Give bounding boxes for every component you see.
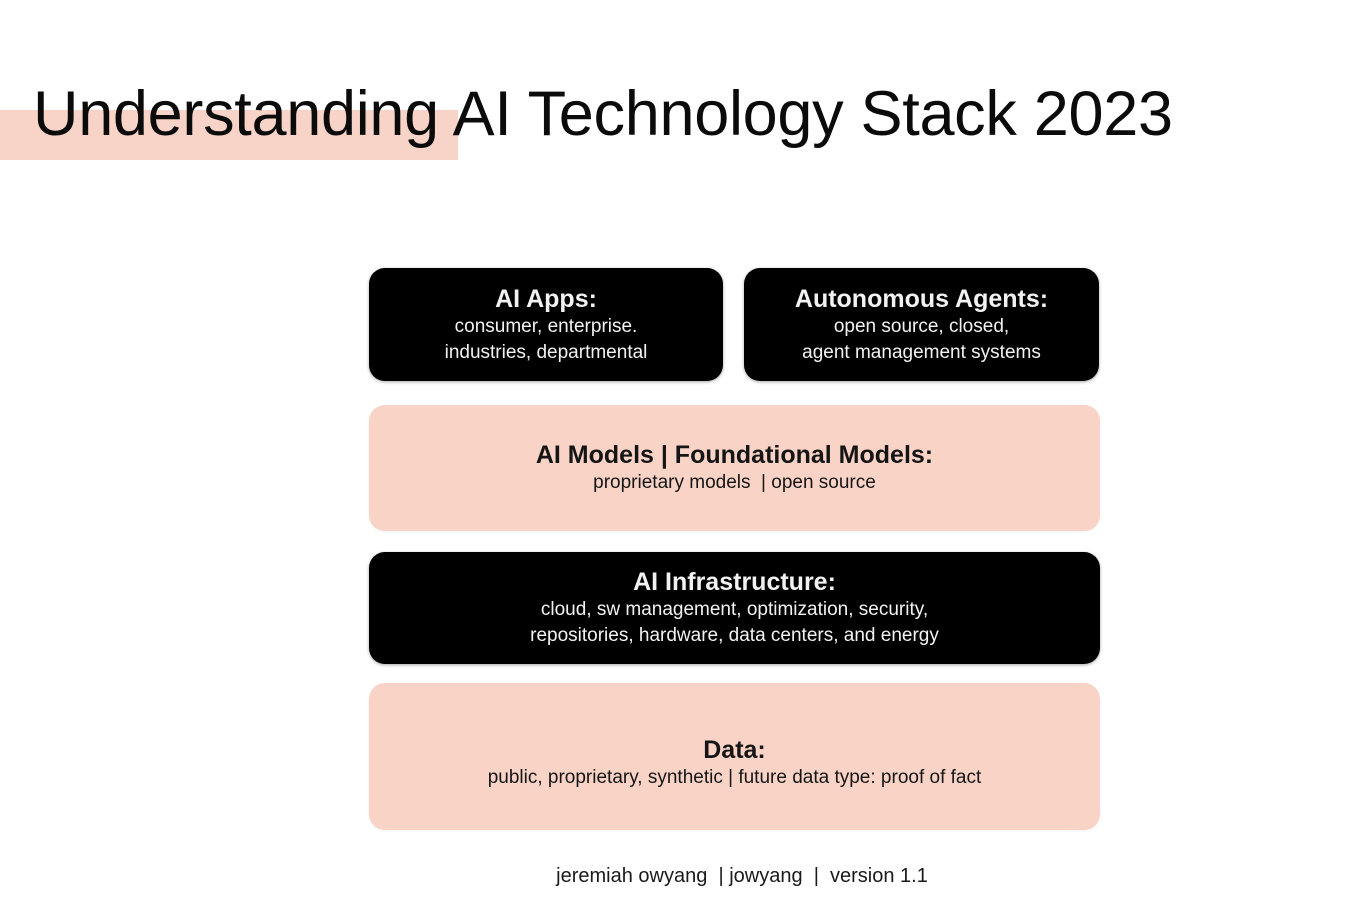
title-highlight-bar bbox=[0, 110, 458, 160]
page-title: Understanding AI Technology Stack 2023 bbox=[33, 79, 1173, 149]
layer-description-line: agent management systems bbox=[802, 341, 1041, 363]
layer-description-line: consumer, enterprise. bbox=[454, 315, 638, 337]
layer-description-line: public, proprietary, synthetic | future … bbox=[487, 766, 982, 788]
layer-title: AI Apps: bbox=[495, 284, 597, 313]
layer-ai-apps: AI Apps: consumer, enterprise. industrie… bbox=[369, 268, 723, 381]
layer-data: Data: public, proprietary, synthetic | f… bbox=[369, 683, 1100, 830]
layer-title: AI Infrastructure: bbox=[633, 568, 836, 596]
layer-ai-infrastructure: AI Infrastructure: cloud, sw management,… bbox=[369, 552, 1100, 664]
layer-description-line: cloud, sw management, optimization, secu… bbox=[540, 599, 929, 620]
layer-title: AI Models | Foundational Models: bbox=[535, 441, 934, 469]
layer-description-line: open source, closed, bbox=[833, 315, 1010, 337]
layer-description-line: repositories, hardware, data centers, an… bbox=[530, 625, 939, 646]
layer-autonomous-agents: Autonomous Agents: open source, closed, … bbox=[744, 268, 1099, 381]
layer-title: Autonomous Agents: bbox=[794, 284, 1049, 313]
author-credit-footer: jeremiah owyang | jowyang | version 1.1 bbox=[556, 865, 928, 887]
layer-description-line: industries, departmental bbox=[444, 341, 648, 363]
layer-title: Data: bbox=[703, 735, 766, 764]
layer-description-line: proprietary models | open source bbox=[593, 472, 876, 493]
layer-ai-models: AI Models | Foundational Models: proprie… bbox=[369, 405, 1100, 531]
